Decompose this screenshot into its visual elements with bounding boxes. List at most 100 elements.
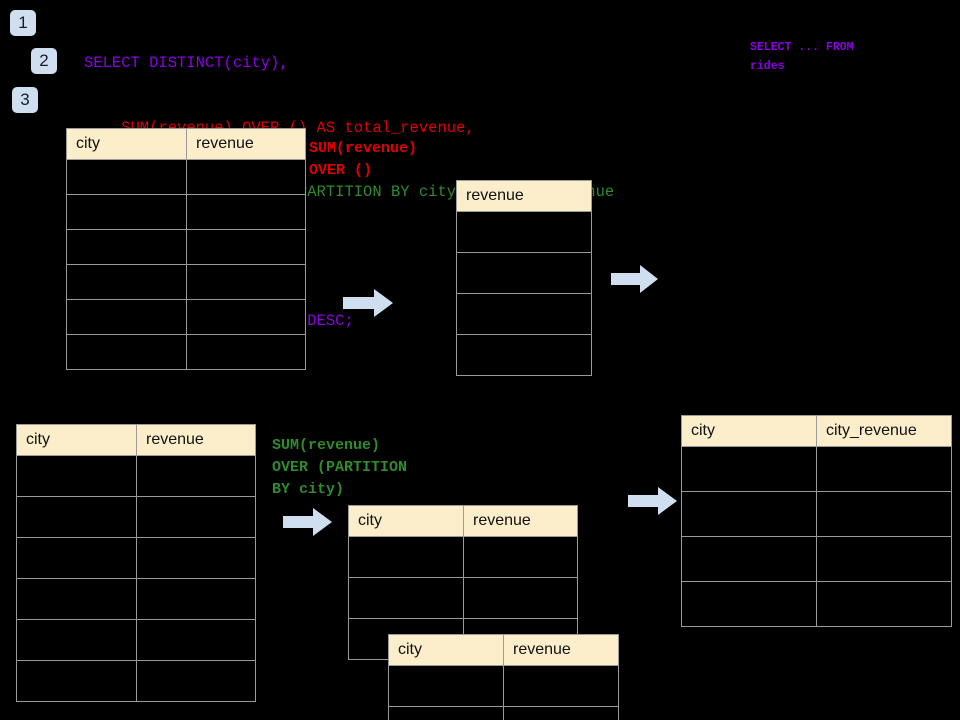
column-header-city: city [681,415,817,447]
cell-city [66,229,187,265]
right-arrow-icon [343,289,393,317]
cell-city [348,536,464,578]
cell-revenue [136,496,256,538]
table-row [16,578,256,620]
cell-revenue [186,194,306,230]
annotation-sum-over-partition: SUM(revenue) OVER (PARTITION BY city) [272,437,408,498]
cell-revenue [186,334,306,370]
arrow-partition-to-result [628,486,678,516]
cell-revenue [463,577,578,619]
cell-revenue [456,252,592,294]
table-row [16,619,256,661]
column-header-revenue: revenue [186,128,306,160]
table-row [348,536,578,578]
table-row [456,252,592,294]
table-row [16,537,256,579]
step-badge-3[interactable]: 3 [12,87,38,113]
table-row [681,536,952,582]
column-header-city: city [16,424,137,456]
cell-revenue [456,293,592,335]
column-header-city: city [348,505,464,537]
column-header-city: city [66,128,187,160]
cell-city [66,334,187,370]
table-row [66,334,306,370]
column-header-city-revenue: city_revenue [816,415,952,447]
right-arrow-icon [628,487,677,515]
table-row [66,194,306,230]
table-row [348,577,578,619]
annotation-sum-over-empty: SUM(revenue) OVER () [309,140,418,179]
cell-city-revenue [816,446,952,492]
cell-revenue [186,229,306,265]
table-row [66,299,306,335]
partition-table-a: city revenue [348,505,578,660]
cell-revenue [503,665,619,707]
cell-revenue [463,536,578,578]
cell-city [681,446,817,492]
table-row [16,660,256,702]
cell-city [66,159,187,195]
arrow-source-to-partition [283,507,333,537]
table-row [388,706,619,720]
table-row [456,293,592,335]
total-revenue-table: revenue [456,180,592,376]
table-row [388,665,619,707]
table-row [16,496,256,538]
cell-revenue [136,537,256,579]
cell-city [681,491,817,537]
cell-city [388,706,504,720]
city-revenue-result-table: city city_revenue [681,415,952,627]
cell-revenue [136,578,256,620]
cell-revenue [136,660,256,702]
cell-revenue [456,334,592,376]
table-header-row: city revenue [66,128,306,160]
right-arrow-icon [283,508,332,536]
table-header-row: city revenue [16,424,256,456]
table-row [456,334,592,376]
table-header-row: city revenue [388,634,619,666]
right-arrow-icon [611,265,658,293]
rides-source-table: city revenue [66,128,306,370]
cell-revenue [456,211,592,253]
column-header-revenue: revenue [456,180,592,212]
cell-city [66,264,187,300]
cell-city-revenue [816,491,952,537]
column-header-city: city [388,634,504,666]
cell-city [681,581,817,627]
cell-city [66,299,187,335]
column-header-revenue: revenue [463,505,578,537]
table-row [456,211,592,253]
cell-revenue [186,159,306,195]
cell-revenue [503,706,619,720]
rides-source-table-2: city revenue [16,424,256,702]
table-header-row: revenue [456,180,592,212]
step-badge-2[interactable]: 2 [31,48,57,74]
cell-city [16,537,137,579]
table-row [16,455,256,497]
table-header-row: city revenue [348,505,578,537]
arrow-total-to-result [611,264,659,294]
cell-city [348,577,464,619]
cell-city-revenue [816,581,952,627]
table-row [66,264,306,300]
cell-city [16,660,137,702]
cell-revenue [186,299,306,335]
table-header-row: city city_revenue [681,415,952,447]
arrow-source-to-total [343,288,394,318]
column-header-revenue: revenue [503,634,619,666]
cell-city [66,194,187,230]
table-row [681,446,952,492]
cell-revenue [136,619,256,661]
cell-revenue [186,264,306,300]
cell-city [16,578,137,620]
partition-table-b: city revenue [388,634,619,720]
table-row [66,229,306,265]
cell-city [681,536,817,582]
step-badge-1[interactable]: 1 [10,10,36,36]
cell-city [16,455,137,497]
sql-line-select: SELECT DISTINCT(city), [84,54,289,72]
table-row [681,581,952,627]
select-from-rides-note: SELECT ... FROM rides [750,41,854,73]
cell-city [16,619,137,661]
